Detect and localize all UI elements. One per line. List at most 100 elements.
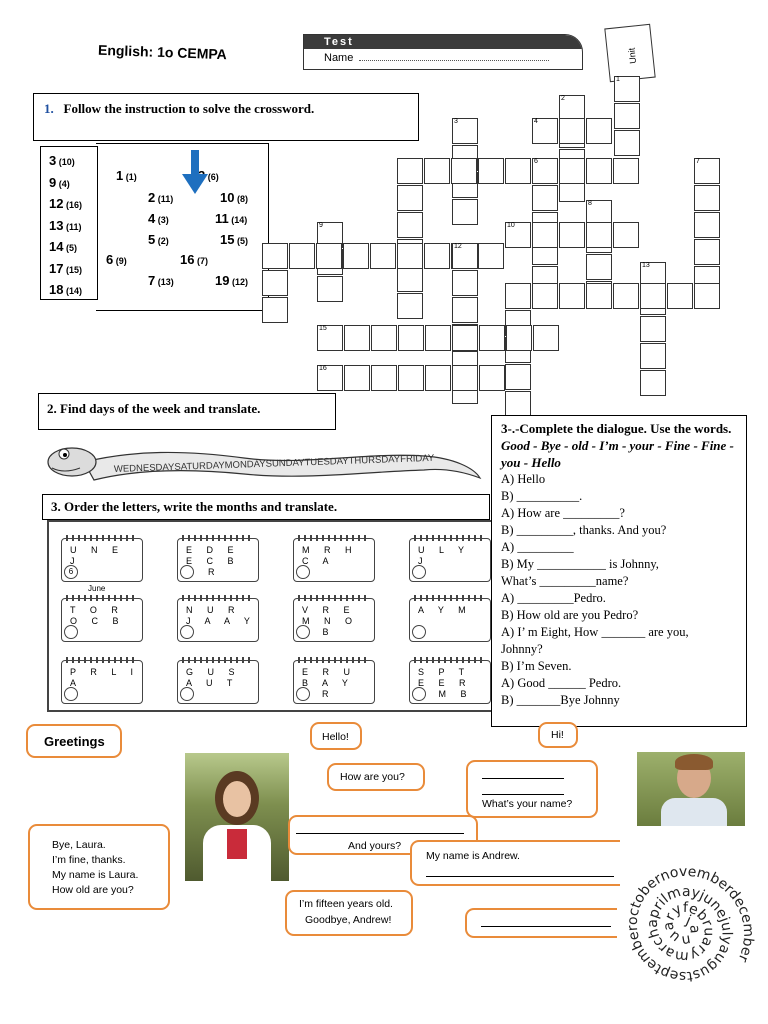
crossword-cell[interactable] — [640, 370, 666, 396]
calendar-card: M R H C A — [293, 535, 375, 582]
crossword-cell[interactable]: 3 — [452, 118, 478, 144]
calendar-card: S P T E E R E M B — [409, 657, 491, 704]
crossword-cell[interactable] — [479, 325, 505, 351]
crossword-cell[interactable] — [559, 283, 585, 309]
crossword-cell[interactable]: 16 — [317, 365, 343, 391]
crossword-cell[interactable] — [613, 222, 639, 248]
crossword-cell[interactable] — [505, 158, 531, 184]
crossword-cell[interactable] — [424, 243, 450, 269]
crossword-cell[interactable] — [397, 158, 423, 184]
crossword-cell[interactable] — [667, 283, 693, 309]
crossword-cell[interactable] — [586, 118, 612, 144]
crossword-cell[interactable] — [505, 391, 531, 417]
crossword-cell[interactable] — [559, 118, 585, 144]
crossword-cell[interactable]: 7 — [694, 158, 720, 184]
greetings-label: Greetings — [44, 734, 105, 749]
crossword-cell[interactable] — [452, 270, 478, 296]
crossword-cell[interactable] — [452, 325, 478, 351]
crossword-cell[interactable]: 12 — [452, 243, 478, 269]
crossword-cell[interactable] — [289, 243, 315, 269]
crossword-cell[interactable] — [425, 325, 451, 351]
crossword-cell[interactable] — [613, 158, 639, 184]
bubble-and-yours: And yours? — [288, 815, 478, 855]
crossword-cell[interactable] — [452, 297, 478, 323]
clue-pair: 16 (7) — [180, 252, 208, 267]
crossword-cell[interactable] — [532, 222, 558, 248]
crossword-cell[interactable] — [397, 243, 423, 269]
crossword-cell[interactable] — [424, 158, 450, 184]
crossword-cell[interactable] — [398, 325, 424, 351]
pairs-box — [96, 143, 269, 311]
crossword-cell[interactable] — [640, 343, 666, 369]
crossword-cell[interactable] — [425, 365, 451, 391]
crossword-cell[interactable] — [586, 254, 612, 280]
clue-number: 17 (15) — [49, 260, 82, 276]
crossword-cell[interactable] — [397, 266, 423, 292]
crossword-cell[interactable] — [613, 283, 639, 309]
clue-pair: 19 (12) — [215, 273, 248, 288]
crossword-cell[interactable] — [640, 316, 666, 342]
crossword-cell[interactable] — [479, 365, 505, 391]
crossword-cell[interactable]: 6 — [532, 158, 558, 184]
crossword-cell[interactable]: 1 — [614, 76, 640, 102]
crossword-cell[interactable] — [614, 103, 640, 129]
dialogue-line: B) How old are you Pedro? — [501, 608, 639, 622]
crossword-cell[interactable] — [478, 243, 504, 269]
crossword-cell[interactable] — [586, 283, 612, 309]
crossword-cell[interactable] — [371, 365, 397, 391]
dialogue-line: A) I’ m Eight, How _______ are you, — [501, 625, 689, 639]
crossword-cell[interactable] — [343, 243, 369, 269]
crossword-cell[interactable] — [452, 365, 478, 391]
calendar-card: V R E M N O E B — [293, 595, 375, 642]
crossword-cell[interactable] — [478, 158, 504, 184]
crossword-cell[interactable]: 4 — [532, 118, 558, 144]
crossword-cell[interactable] — [397, 293, 423, 319]
crossword-cell[interactable] — [694, 239, 720, 265]
clue-pair: 4 (3) — [148, 211, 169, 226]
section3-months-heading: 3. Order the letters, write the months a… — [51, 499, 338, 514]
dialogue-heading: 3-.-Complete the dialogue. Use the words… — [501, 421, 732, 436]
dialogue-line: A) Hello — [501, 472, 546, 486]
crossword-cell[interactable] — [694, 283, 720, 309]
clue-pair: 11 (14) — [215, 211, 248, 226]
crossword-cell[interactable] — [344, 365, 370, 391]
crossword-cell[interactable] — [262, 270, 288, 296]
calendar-card: P R L I A — [61, 657, 143, 704]
crossword-cell[interactable] — [614, 130, 640, 156]
crossword-cell[interactable] — [397, 185, 423, 211]
crossword-cell[interactable] — [398, 365, 424, 391]
crossword-cell[interactable] — [694, 185, 720, 211]
crossword-cell[interactable] — [586, 158, 612, 184]
crossword-cell[interactable] — [371, 325, 397, 351]
crossword-cell[interactable] — [694, 212, 720, 238]
crossword-cell[interactable] — [533, 325, 559, 351]
crossword-cell[interactable] — [316, 243, 342, 269]
snake-illustration: WEDNESDAYSATURDAYMONDAYSUNDAYTUESDAYTHUR… — [47, 447, 482, 481]
clue-pair: 10 (8) — [220, 190, 248, 205]
crossword-cell[interactable] — [451, 158, 477, 184]
crossword-cell[interactable] — [452, 199, 478, 225]
crossword-cell[interactable]: 15 — [317, 325, 343, 351]
crossword-cell[interactable] — [397, 212, 423, 238]
crossword-cell[interactable] — [506, 325, 532, 351]
crossword-cell[interactable] — [532, 185, 558, 211]
bubble-fifteen: I’m fifteen years old. Goodbye, Andrew! — [285, 890, 413, 936]
crossword-cell[interactable] — [559, 222, 585, 248]
crossword-cell[interactable] — [262, 297, 288, 323]
crossword-cell[interactable] — [559, 158, 585, 184]
crossword-cell[interactable] — [317, 276, 343, 302]
section1-instruction: Follow the instruction to solve the cros… — [63, 101, 315, 116]
bubble-laura: Bye, Laura. I’m fine, thanks. My name is… — [28, 824, 170, 910]
crossword-cell[interactable] — [370, 243, 396, 269]
crossword-cell[interactable] — [586, 222, 612, 248]
crossword-cell[interactable] — [262, 243, 288, 269]
crossword-cell[interactable] — [532, 283, 558, 309]
crossword-cell[interactable] — [344, 325, 370, 351]
crossword-cell[interactable] — [505, 283, 531, 309]
crossword-cell[interactable] — [640, 283, 666, 309]
crossword-cell[interactable]: 10 — [505, 222, 531, 248]
dialogue-line: A) How are _________? — [501, 506, 625, 520]
dialogue-line: B) I’m Seven. — [501, 659, 572, 673]
crossword-cell[interactable] — [505, 364, 531, 390]
